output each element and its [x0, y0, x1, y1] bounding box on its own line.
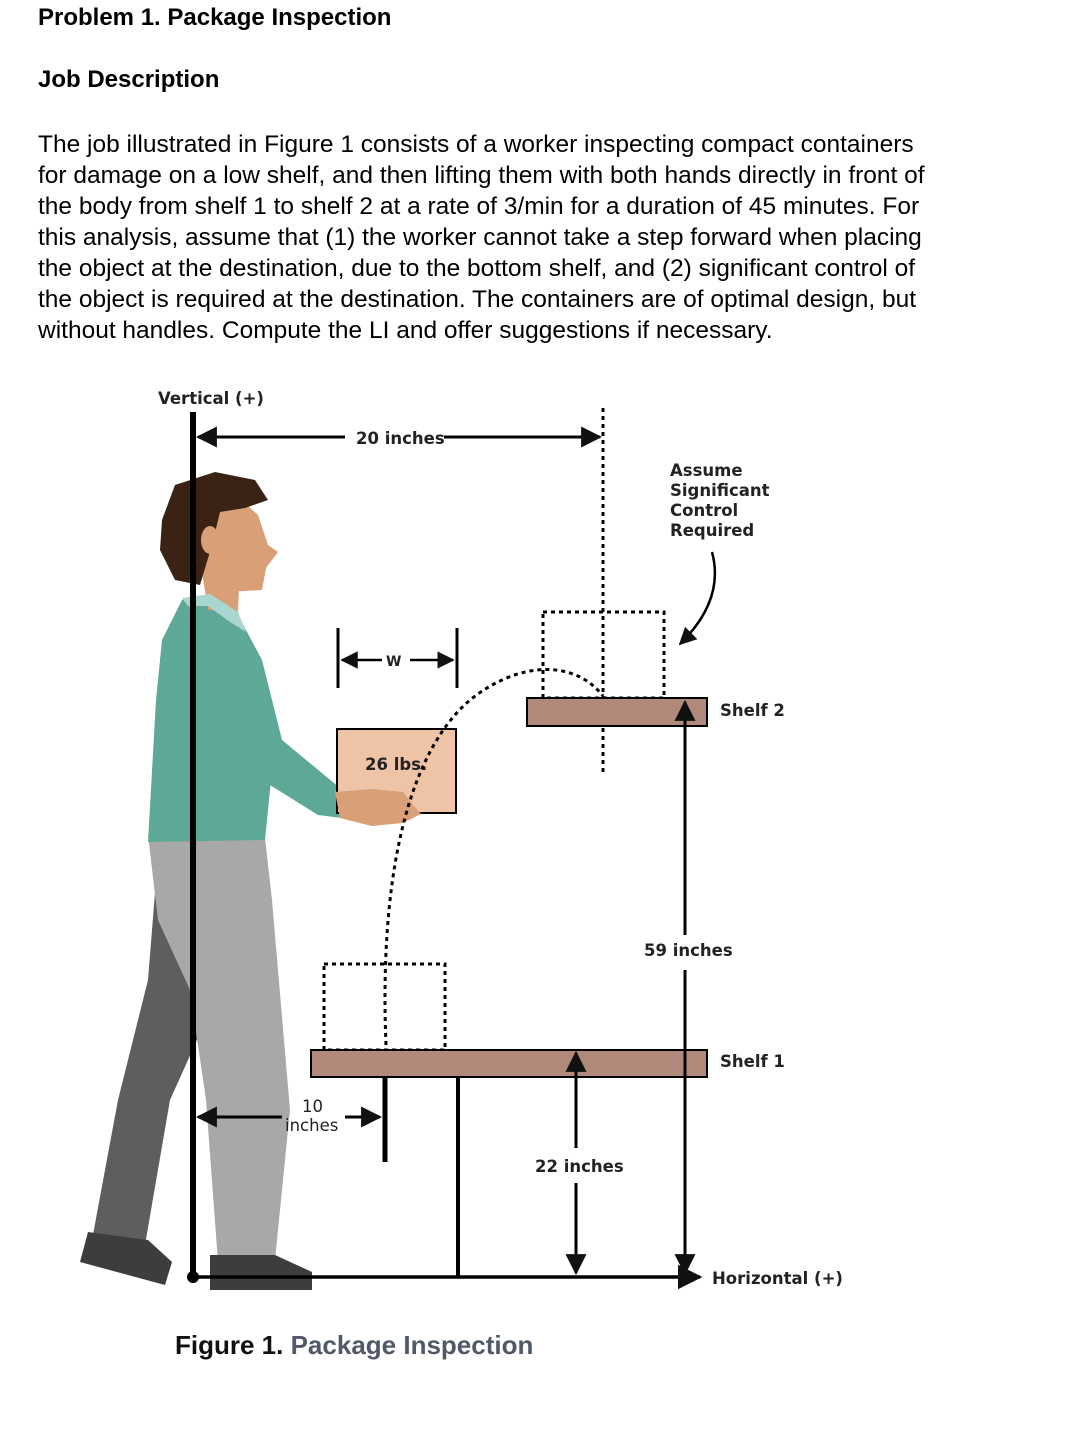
worker-ear [201, 526, 219, 554]
shelf-2 [526, 697, 708, 727]
width-label: W [386, 654, 401, 670]
control-note-line: Assume [670, 461, 743, 480]
paragraph-line: The job illustrated in Figure 1 consists… [38, 131, 914, 158]
worker-arm [238, 620, 342, 818]
paragraph-line: the object at the destination, due to th… [38, 255, 916, 282]
worker-front-leg [148, 835, 290, 1262]
paragraph-line: the body from shelf 1 to shelf 2 at a ra… [38, 193, 920, 220]
worker-collar [182, 594, 246, 632]
lift-trajectory [383, 668, 605, 1046]
dim-10-label-line: inches [285, 1116, 338, 1135]
problem-title: Problem 1. Package Inspection [38, 4, 392, 31]
worker-front-shoe [210, 1255, 312, 1290]
control-note-line: Control [670, 501, 738, 520]
dim-10-label-line: 10 [302, 1097, 323, 1116]
job-description-paragraph: The job illustrated in Figure 1 consists… [38, 129, 1038, 346]
section-heading: Job Description [38, 66, 220, 93]
load-label: 26 lbs. [365, 755, 427, 774]
dim-20-label: 20 inches [356, 429, 445, 448]
paragraph-line: without handles. Compute the LI and offe… [38, 317, 773, 344]
horizontal-axis-label: Horizontal (+) [712, 1269, 843, 1288]
shelf-1 [310, 1049, 708, 1078]
control-note: Assume Significant Control Required [670, 461, 775, 540]
control-note-line: Required [670, 521, 754, 540]
worker-figure [80, 472, 420, 1290]
control-note-line: Significant [670, 481, 770, 500]
paragraph-line: for damage on a low shelf, and then lift… [38, 162, 925, 189]
dim-10-label: 10 inches [285, 1097, 338, 1135]
worker-back-shoe [80, 1232, 172, 1285]
dim-59-label: 59 inches [644, 941, 733, 960]
shelf-1-label: Shelf 1 [720, 1052, 785, 1071]
paragraph-line: this analysis, assume that (1) the worke… [38, 224, 922, 251]
figure-caption-name: Package Inspection [290, 1330, 534, 1360]
worker-hand-over-box [335, 789, 421, 826]
figure-caption-number: Figure 1. [175, 1330, 284, 1360]
vertical-axis-label: Vertical (+) [158, 389, 264, 408]
dim-22-label: 22 inches [535, 1157, 624, 1176]
control-note-arrow [678, 551, 717, 646]
paragraph-line: the object is required at the destinatio… [38, 286, 917, 313]
shelf-2-label: Shelf 2 [720, 701, 785, 720]
figure-caption: Figure 1. Package Inspection [175, 1330, 533, 1361]
